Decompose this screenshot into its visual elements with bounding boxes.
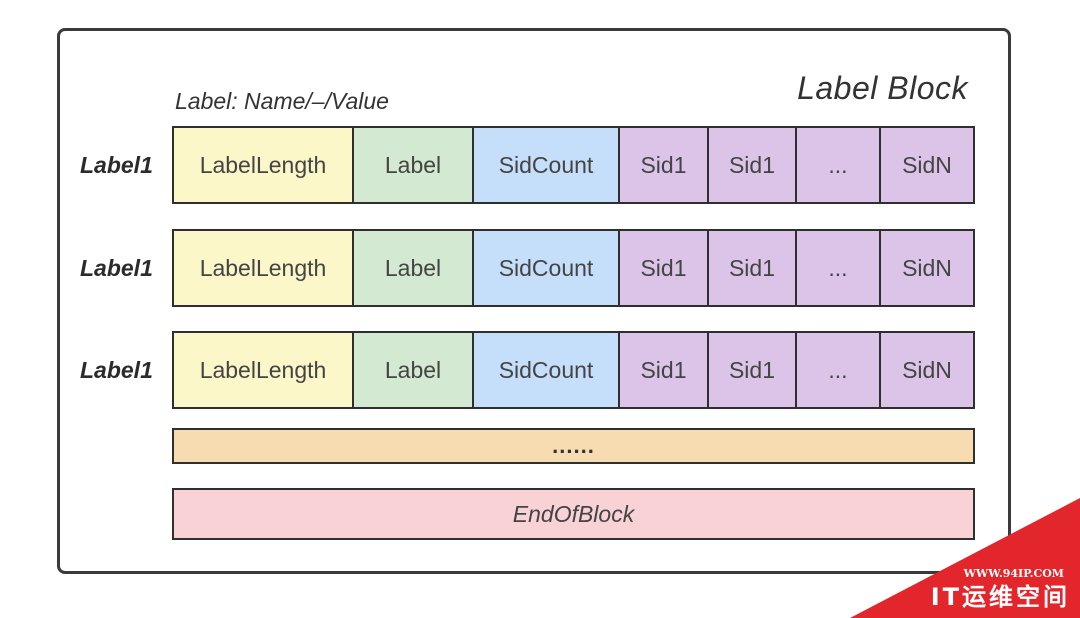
row-label-1: Label1 bbox=[80, 152, 153, 178]
label-row-1: LabelLength Label SidCount Sid1 Sid1 ...… bbox=[172, 126, 975, 204]
cell-label-length: LabelLength bbox=[174, 231, 354, 305]
watermark-name: IT运维空间 bbox=[930, 583, 1070, 611]
watermark-url: WWW.94IP.COM bbox=[963, 567, 1064, 580]
cell-sid: Sid1 bbox=[709, 231, 797, 305]
watermark-corner bbox=[850, 498, 1080, 618]
cell-sid-n: SidN bbox=[881, 333, 973, 407]
block-title: Label Block bbox=[797, 70, 968, 106]
cell-sid: Sid1 bbox=[620, 128, 709, 202]
format-caption: Label: Name/–/Value bbox=[175, 88, 389, 114]
cell-sid-n: SidN bbox=[881, 231, 973, 305]
cell-sid: Sid1 bbox=[620, 333, 709, 407]
cell-label: Label bbox=[354, 333, 474, 407]
end-of-block-bar: EndOfBlock bbox=[172, 488, 975, 540]
cell-sid-count: SidCount bbox=[474, 231, 620, 305]
cell-sid-count: SidCount bbox=[474, 333, 620, 407]
cell-sid: Sid1 bbox=[709, 333, 797, 407]
cell-label-length: LabelLength bbox=[174, 333, 354, 407]
cell-sid: Sid1 bbox=[709, 128, 797, 202]
cell-sid-ellipsis: ... bbox=[797, 128, 881, 202]
cell-sid: Sid1 bbox=[620, 231, 709, 305]
cell-label: Label bbox=[354, 128, 474, 202]
cell-label-length: LabelLength bbox=[174, 128, 354, 202]
row-label-2: Label1 bbox=[80, 255, 153, 281]
row-label-3: Label1 bbox=[80, 357, 153, 383]
more-rows-bar: ...... bbox=[172, 428, 975, 464]
cell-sid-count: SidCount bbox=[474, 128, 620, 202]
cell-sid-ellipsis: ... bbox=[797, 333, 881, 407]
cell-sid-n: SidN bbox=[881, 128, 973, 202]
label-row-3: LabelLength Label SidCount Sid1 Sid1 ...… bbox=[172, 331, 975, 409]
cell-sid-ellipsis: ... bbox=[797, 231, 881, 305]
label-row-2: LabelLength Label SidCount Sid1 Sid1 ...… bbox=[172, 229, 975, 307]
cell-label: Label bbox=[354, 231, 474, 305]
